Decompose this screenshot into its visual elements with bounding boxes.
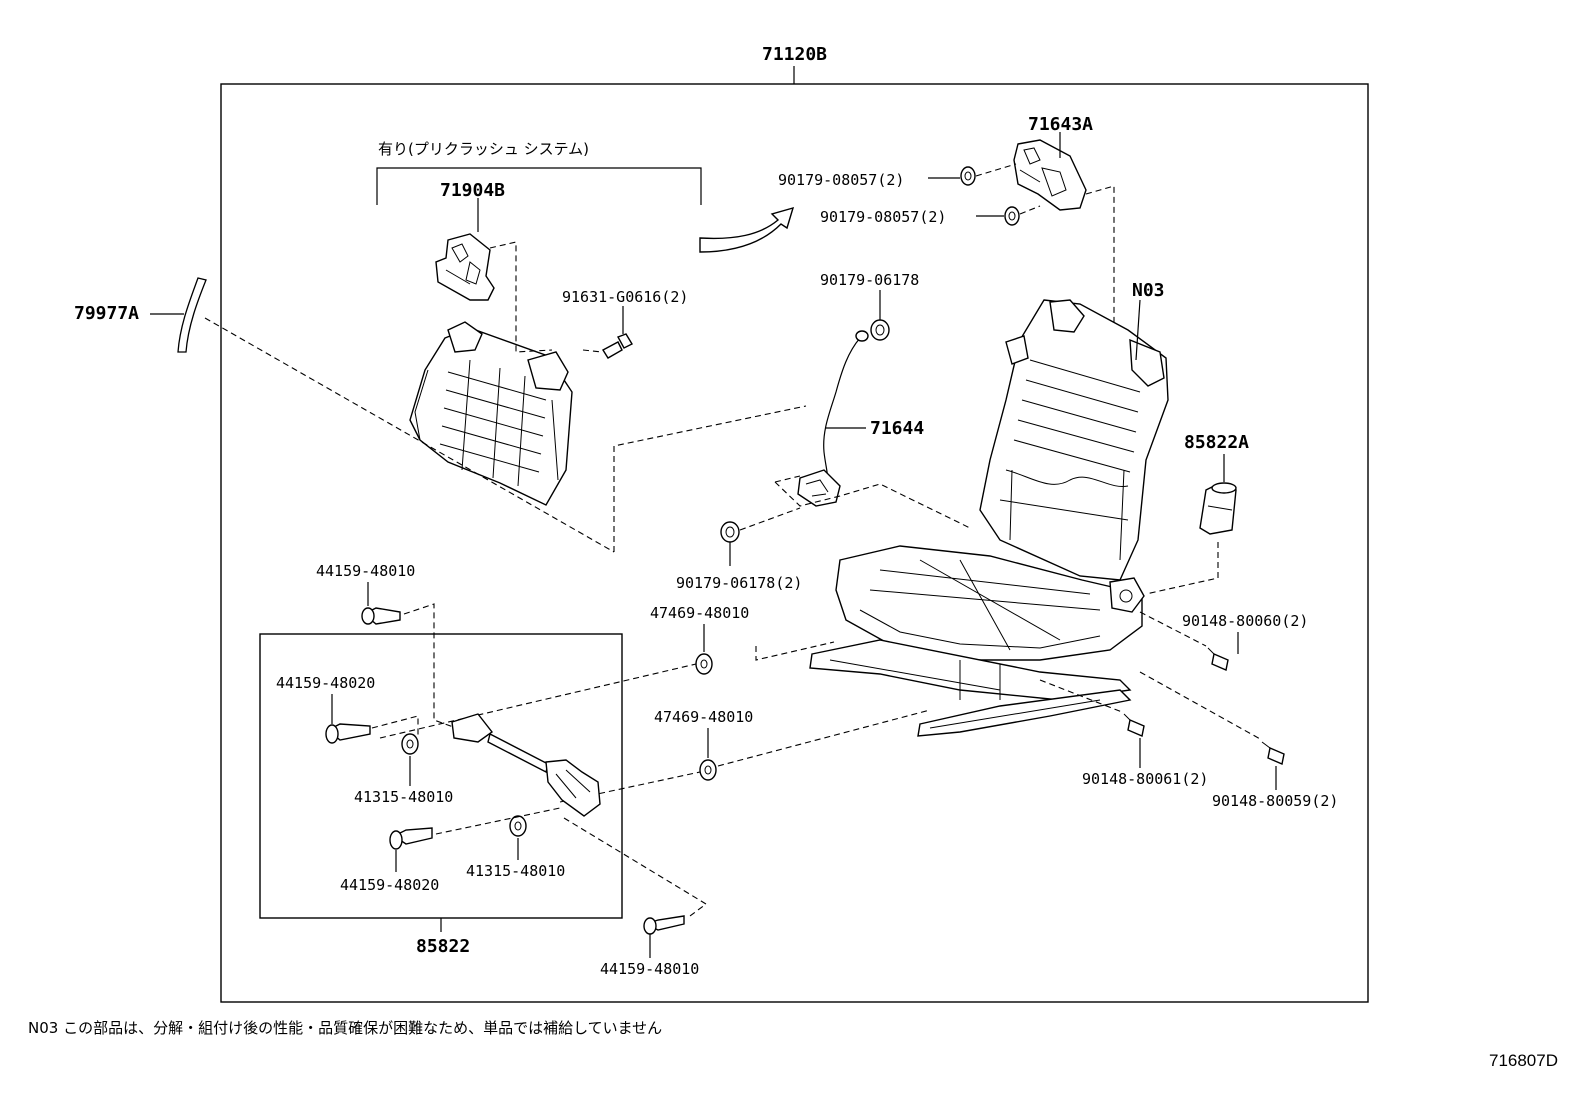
wire-nut-bottom-illustration — [720, 521, 740, 543]
precrash-seatback-illustration — [409, 321, 573, 506]
precrash-bracket-illustration — [435, 233, 495, 301]
label-washer-1: 47469-48010 — [650, 604, 749, 622]
nut-box-b-illustration — [509, 815, 527, 837]
label-bolt-rail-a: 90148-80061(2) — [1082, 770, 1208, 788]
top-nut-2-illustration — [1004, 206, 1020, 226]
label-nut-top-2: 90179-08057(2) — [820, 208, 946, 226]
label-bolt-rail-b: 90148-80059(2) — [1212, 792, 1338, 810]
bolt-rail-a-illustration — [1123, 713, 1145, 737]
label-bolt-precrash: 91631-G0616(2) — [562, 288, 688, 306]
assembly-frame — [220, 83, 1369, 1003]
bolt-precrash-illustration — [602, 333, 633, 359]
bolt-bottom-illustration — [643, 915, 685, 935]
label-cover-strip: 79977A — [74, 303, 139, 324]
label-nut-wire-top: 90179-06178 — [820, 271, 919, 289]
motor-unit-illustration — [1199, 482, 1237, 535]
adjuster-illustration — [451, 713, 601, 817]
label-bolt-bottom: 44159-48010 — [600, 960, 699, 978]
label-washer-2: 47469-48010 — [654, 708, 753, 726]
wire-illustration — [797, 330, 869, 507]
bolt-rail-b-illustration — [1261, 741, 1285, 765]
label-wire: 71644 — [870, 418, 924, 439]
label-bolt-box-a: 44159-48020 — [276, 674, 375, 692]
top-nut-1-illustration — [960, 166, 976, 186]
illustration-id: 716807D — [1488, 1051, 1558, 1070]
cover-strip-illustration — [177, 277, 207, 353]
transfer-arrow-icon — [699, 206, 795, 253]
footnote: N03 この部品は、分解・組付け後の性能・品質確保が困難なため、単品では補給して… — [28, 1019, 663, 1037]
label-assembly: 71120B — [762, 44, 827, 65]
label-nut-box-a: 41315-48010 — [354, 788, 453, 806]
label-nut-top-1: 90179-08057(2) — [778, 171, 904, 189]
label-adjuster: 85822 — [416, 936, 470, 957]
bolt-box-a-illustration — [325, 723, 371, 744]
washer-2-illustration — [699, 759, 717, 781]
bolt-box-b-illustration — [389, 827, 433, 850]
washer-1-illustration — [695, 653, 713, 675]
nut-box-a-illustration — [401, 733, 419, 755]
label-nut-wire-bottom: 90179-06178(2) — [676, 574, 802, 592]
label-motor-unit: 85822A — [1184, 432, 1249, 453]
top-bracket-illustration — [1013, 139, 1087, 211]
bolt-motor-illustration — [1207, 647, 1229, 671]
label-bolt-left-top: 44159-48010 — [316, 562, 415, 580]
label-bolt-box-b: 44159-48020 — [340, 876, 439, 894]
label-bracket-top: 71643A — [1028, 114, 1093, 135]
label-nut-box-b: 41315-48010 — [466, 862, 565, 880]
bolt-left-top-illustration — [361, 607, 401, 625]
wire-nut-top-illustration — [870, 319, 890, 341]
label-bolt-motor: 90148-80060(2) — [1182, 612, 1308, 630]
seat-frame-illustration — [809, 299, 1169, 737]
label-not-sold: N03 — [1132, 280, 1165, 301]
label-bracket-precrash: 71904B — [440, 180, 505, 201]
label-precrash-note: 有り(プリクラッシュ システム) — [378, 140, 589, 158]
